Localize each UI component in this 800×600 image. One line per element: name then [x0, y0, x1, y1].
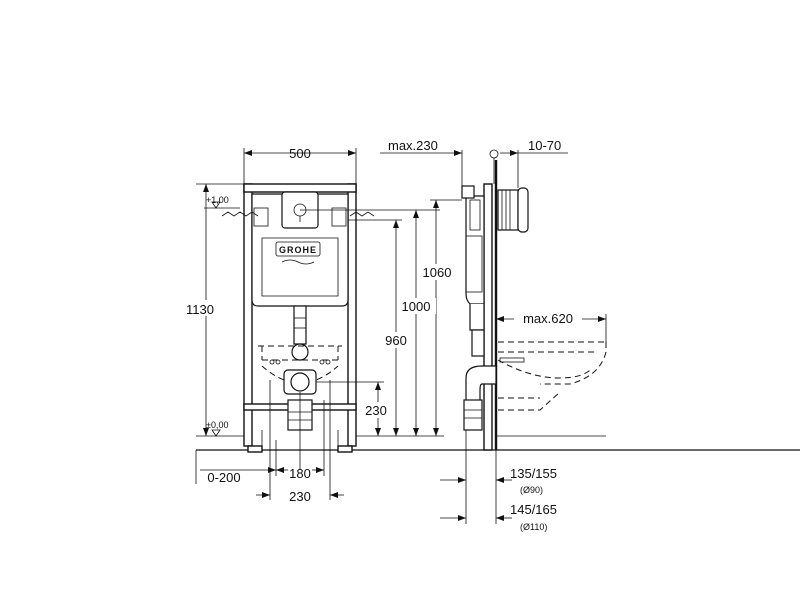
side-top-fitting: [461, 185, 475, 199]
dim-width-230: 230: [289, 489, 311, 504]
side-frame-post: [483, 183, 493, 451]
bowl-mounting-outline: [258, 345, 342, 361]
frame-left-foot: [247, 445, 263, 453]
frame-top-bar: [243, 183, 357, 193]
dim-10-70: 10-70: [528, 138, 561, 153]
water-supply-right-icon: [349, 211, 375, 217]
mount-bolt-2: [275, 359, 281, 365]
bowl-inner-dashed: [497, 359, 593, 379]
level-bottom: ±0,00: [206, 420, 228, 430]
wave-icon: [281, 259, 315, 265]
water-supply-left-icon: [221, 211, 259, 217]
water-inlet-left: [253, 207, 269, 227]
dim-height-1000: 1000: [402, 299, 431, 314]
bowl-base-dashed: [498, 391, 561, 411]
flush-pipe-elbow: [291, 343, 309, 361]
dim-height-960: 960: [385, 333, 407, 348]
flush-pipe: [293, 305, 307, 345]
mount-bolt-3: [319, 359, 325, 365]
bowl-inlet-stub: [499, 357, 525, 363]
flush-button-profile: [517, 187, 529, 233]
mount-bolt-4: [325, 359, 331, 365]
bowl-profile-dashed: [498, 341, 607, 385]
level-marker-top-icon: [211, 201, 221, 209]
side-drain-pipe: [463, 399, 483, 431]
side-view: max.230 10-70 max.620 135/155 (Ø90) 145/…: [380, 138, 607, 532]
flush-plate-profile: [497, 189, 519, 231]
brand-label: GROHE: [279, 245, 317, 255]
dim-135-155: 135/155: [510, 466, 557, 481]
dim-width-180: 180: [289, 466, 311, 481]
side-flush-pipe: [469, 304, 485, 331]
dim-max-620: max.620: [523, 311, 573, 326]
dim-offset-0-200: 0-200: [207, 470, 240, 485]
dim-height-230: 230: [365, 403, 387, 418]
side-actuator: [469, 199, 481, 231]
side-pipe-lower: [471, 329, 485, 357]
dim-height-1060: 1060: [423, 265, 452, 280]
dia-90: (Ø90): [520, 485, 543, 495]
drain-outlet: [290, 372, 310, 392]
water-inlet-right: [331, 207, 347, 227]
front-view: GROHE 500: [180, 146, 800, 504]
cistern-inner-panel: [261, 237, 339, 297]
level-marker-bottom-icon: [211, 429, 221, 437]
dim-145-165: 145/165: [510, 502, 557, 517]
side-center-mark: [489, 149, 499, 159]
dim-height-1130: 1130: [186, 302, 214, 317]
grohe-logo: GROHE: [275, 241, 321, 265]
mount-bolt-1: [269, 359, 275, 365]
cistern-tank: [251, 193, 349, 307]
side-cistern: [465, 195, 485, 305]
level-top: +1,00: [206, 195, 229, 205]
frame-right-foot: [337, 445, 353, 453]
dim-width-500: 500: [289, 146, 311, 161]
dim-max-230: max.230: [388, 138, 438, 153]
dia-110: (Ø110): [520, 522, 547, 532]
side-cistern-panel: [465, 235, 483, 293]
